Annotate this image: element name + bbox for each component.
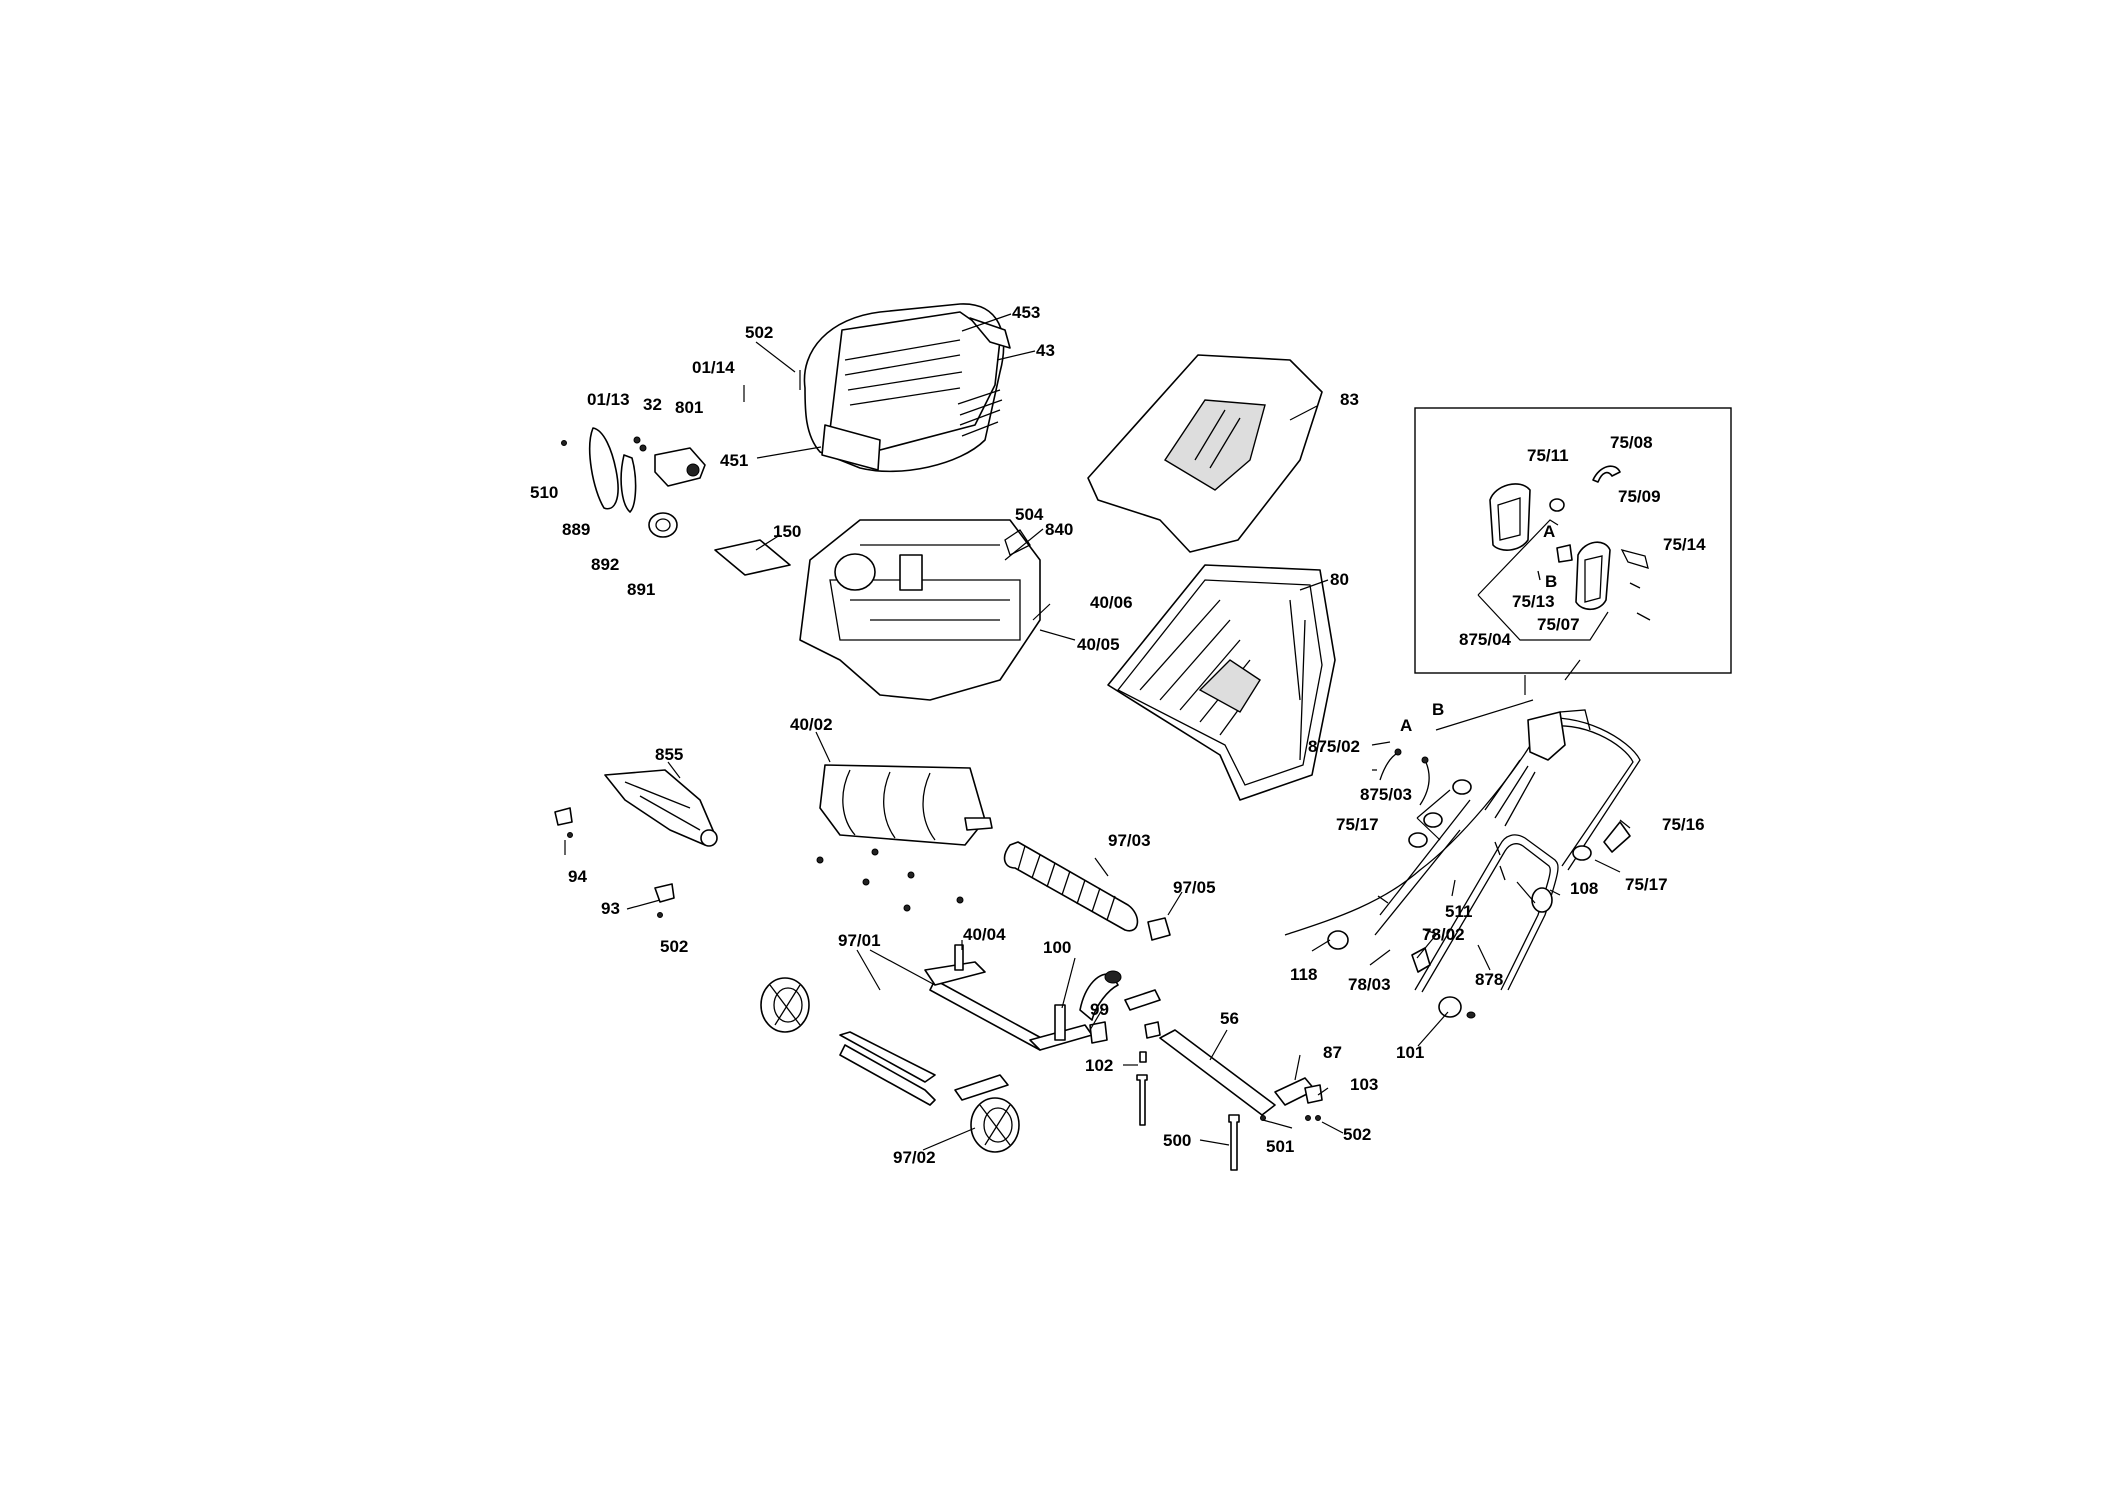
label-840: 840 <box>1045 520 1073 539</box>
label-855: 855 <box>655 745 683 764</box>
label-32: 32 <box>643 395 662 414</box>
label-453: 453 <box>1012 303 1040 322</box>
label-94: 94 <box>568 867 587 886</box>
label-875-04: 875/04 <box>1459 630 1512 649</box>
label-892: 892 <box>591 555 619 574</box>
label-inset-B: B <box>1545 572 1557 591</box>
label-97-03: 97/03 <box>1108 831 1151 850</box>
chassis-housing <box>799 519 1041 701</box>
label-878: 878 <box>1475 970 1503 989</box>
label-500: 500 <box>1163 1131 1191 1150</box>
label-93: 93 <box>601 899 620 918</box>
label-502-top: 502 <box>745 323 773 342</box>
label-102: 102 <box>1085 1056 1113 1075</box>
height-adjuster-855 <box>554 769 718 918</box>
label-75-16: 75/16 <box>1662 815 1705 834</box>
label-75-11: 75/11 <box>1527 446 1569 465</box>
belt-892 <box>620 454 637 513</box>
label-75-13: 75/13 <box>1512 592 1555 611</box>
label-451: 451 <box>720 451 748 470</box>
label-80: 80 <box>1330 570 1349 589</box>
leader-lines <box>564 313 1631 1151</box>
label-99: 99 <box>1090 1000 1109 1019</box>
bracket-87-103 <box>1260 1077 1323 1121</box>
label-97-05: 97/05 <box>1173 878 1216 897</box>
label-83: 83 <box>1340 390 1359 409</box>
label-891: 891 <box>627 580 655 599</box>
label-108: 108 <box>1570 879 1598 898</box>
small-screws <box>561 370 801 452</box>
label-87: 87 <box>1323 1043 1342 1062</box>
label-78-02: 78/02 <box>1422 925 1465 944</box>
label-75-07: 75/07 <box>1537 615 1580 634</box>
bolt-102 <box>1136 1051 1148 1126</box>
label-40-02: 40/02 <box>790 715 833 734</box>
label-A: A <box>1400 716 1412 735</box>
cable-875 <box>1284 729 1541 936</box>
bracket-99 <box>1089 989 1161 1044</box>
grassbox <box>1107 564 1336 801</box>
label-56: 56 <box>1220 1009 1239 1028</box>
label-889: 889 <box>562 520 590 539</box>
bolt-500 <box>1228 1114 1240 1171</box>
label-75-17-right: 75/17 <box>1625 875 1668 894</box>
label-75-14: 75/14 <box>1663 535 1706 554</box>
label-inset-A: A <box>1543 522 1555 541</box>
label-103: 103 <box>1350 1075 1378 1094</box>
label-97-02: 97/02 <box>893 1148 936 1167</box>
label-511: 511 <box>1445 902 1472 921</box>
label-40-05: 40/05 <box>1077 635 1120 654</box>
label-01-13: 01/13 <box>587 390 630 409</box>
label-75-09: 75/09 <box>1618 487 1661 506</box>
cable-clips-875 <box>1372 748 1430 806</box>
label-875-03: 875/03 <box>1360 785 1412 804</box>
label-75-17-left: 75/17 <box>1336 815 1379 834</box>
label-75-08: 75/08 <box>1610 433 1653 452</box>
label-B: B <box>1432 700 1444 719</box>
label-118: 118 <box>1290 965 1317 984</box>
label-801: 801 <box>675 398 703 417</box>
label-40-04: 40/04 <box>963 925 1006 944</box>
drive-belt-889 <box>588 427 619 510</box>
label-78-03: 78/03 <box>1348 975 1391 994</box>
axle-frame-97-01 <box>839 944 1122 1106</box>
rear-roller-40-02 <box>819 764 993 846</box>
label-40-06: 40/06 <box>1090 593 1133 612</box>
wheel-97-01 <box>760 977 810 1033</box>
label-150: 150 <box>773 522 801 541</box>
label-100: 100 <box>1043 938 1071 957</box>
scarifier-roller-97-03 <box>1003 841 1171 941</box>
detail-inset <box>1414 407 1732 674</box>
label-875-02: 875/02 <box>1308 737 1360 756</box>
label-43: 43 <box>1036 341 1055 360</box>
grassbox-lid <box>1087 354 1323 553</box>
roller-screws <box>816 848 964 912</box>
label-504: 504 <box>1015 505 1044 524</box>
label-01-14: 01/14 <box>692 358 735 377</box>
handle-lower <box>1374 717 1641 936</box>
pulley-891 <box>648 512 678 538</box>
knobs-and-clips <box>1327 779 1631 1019</box>
switch-box <box>1484 709 1591 827</box>
bar-56 <box>1159 1029 1276 1116</box>
label-502-right: 502 <box>1343 1125 1371 1144</box>
label-501: 501 <box>1266 1137 1294 1156</box>
motor-801 <box>654 447 706 487</box>
spacer-150 <box>714 539 791 576</box>
label-101: 101 <box>1396 1043 1424 1062</box>
label-97-01: 97/01 <box>838 931 881 950</box>
part-labels: 453 43 502 01/14 01/13 32 801 510 889 89… <box>530 303 1706 1167</box>
label-502-left: 502 <box>660 937 688 956</box>
wheel-97-02 <box>970 1097 1020 1153</box>
motor-cover <box>803 303 1011 473</box>
label-510: 510 <box>530 483 558 502</box>
